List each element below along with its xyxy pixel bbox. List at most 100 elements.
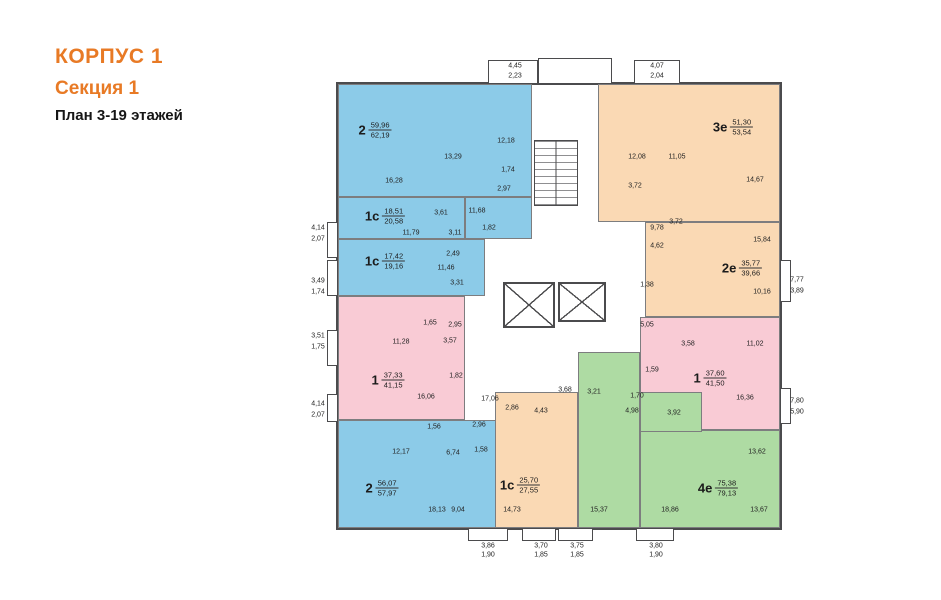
dimension-label: 2,04 <box>650 72 664 80</box>
dimension-label: 16,28 <box>385 177 403 185</box>
apartment-4e-bath <box>640 392 702 432</box>
apartment-type: 1с <box>364 253 380 269</box>
apartment-area-living: 35,77 <box>739 258 763 269</box>
dimension-label: 16,36 <box>736 394 754 402</box>
apartment-2-top-left <box>338 84 532 197</box>
dimension-label: 3,51 <box>311 332 325 340</box>
apartment-area-total: 57,97 <box>377 488 397 498</box>
dimension-label: 11,05 <box>668 153 686 161</box>
plan-header: КОРПУС 1 Секция 1 План 3-19 этажей <box>55 45 183 124</box>
apartment-type: 3е <box>712 119 728 135</box>
apartment-area-total: 39,66 <box>741 268 761 278</box>
balcony-left-2 <box>327 260 338 296</box>
balcony-left-3 <box>327 330 338 366</box>
dimension-label: 2,86 <box>505 404 519 412</box>
apartment-3e <box>598 84 780 222</box>
apartment-2-bottom-left <box>338 420 502 528</box>
dimension-label: 3,72 <box>669 218 683 226</box>
apartment-area-total: 41,15 <box>383 380 403 390</box>
dimension-label: 4,07 <box>650 62 664 70</box>
apartment-type: 1с <box>499 477 515 493</box>
dimension-label: 1,38 <box>640 281 654 289</box>
dimension-label: 3,72 <box>628 182 642 190</box>
apartment-2e <box>645 222 780 317</box>
dimension-label: 1,70 <box>630 392 644 400</box>
dimension-label: 4,45 <box>508 62 522 70</box>
dimension-label: 7,77 <box>790 276 804 284</box>
dimension-label: 14,67 <box>746 176 764 184</box>
building-title: КОРПУС 1 <box>55 45 163 68</box>
dimension-label: 1,59 <box>645 366 659 374</box>
dimension-label: 2,95 <box>448 321 462 329</box>
apartment-area-living: 17,42 <box>382 251 406 262</box>
dimension-label: 5,05 <box>640 321 654 329</box>
dimension-label: 3,68 <box>558 386 572 394</box>
dimension-label: 2,49 <box>446 250 460 258</box>
dimension-label: 3,61 <box>434 209 448 217</box>
apartment-4e-main <box>640 430 780 528</box>
apartment-area-total: 79,13 <box>717 488 737 498</box>
dimension-label: 3,86 <box>481 542 495 550</box>
apartment-1s-2570 <box>495 392 578 528</box>
dimension-label: 3,57 <box>443 337 457 345</box>
apartment-area-living: 75,38 <box>715 478 739 489</box>
apartment-type: 2е <box>721 260 737 276</box>
apartment-area-living: 51,30 <box>730 117 754 128</box>
dimension-label: 15,37 <box>590 506 608 514</box>
dimension-label: 4,43 <box>534 407 548 415</box>
dimension-label: 3,92 <box>667 409 681 417</box>
apartment-type: 1 <box>693 370 701 386</box>
dimension-label: 2,07 <box>311 411 325 419</box>
dimension-label: 11,28 <box>392 338 410 346</box>
dimension-label: 11,79 <box>402 229 420 237</box>
dimension-label: 16,06 <box>417 393 435 401</box>
elevator-shaft <box>558 282 606 322</box>
dimension-label: 15,84 <box>753 236 771 244</box>
apartment-area-living: 37,33 <box>381 370 405 381</box>
apartment-type: 4е <box>697 480 713 496</box>
dimension-label: 3,49 <box>311 277 325 285</box>
dimension-label: 3,75 <box>570 542 584 550</box>
dimension-label: 2,23 <box>508 72 522 80</box>
dimension-label: 2,96 <box>472 421 486 429</box>
dimension-label: 3,58 <box>681 340 695 348</box>
dimension-label: 1,85 <box>570 551 584 559</box>
dimension-label: 9,04 <box>451 506 465 514</box>
apartment-type: 1 <box>371 372 379 388</box>
dimension-label: 14,73 <box>503 506 521 514</box>
section-title: Секция 1 <box>55 78 140 99</box>
dimension-label: 2,07 <box>311 235 325 243</box>
dimension-label: 11,68 <box>468 207 486 215</box>
staircase <box>534 140 578 206</box>
dimension-label: 7,80 <box>790 397 804 405</box>
balcony-bottom-2 <box>522 528 556 541</box>
dimension-label: 4,14 <box>311 400 325 408</box>
apartment-4e-strip <box>578 352 640 528</box>
apartment-1s-1851 <box>338 197 465 239</box>
dimension-label: 11,46 <box>437 264 455 272</box>
balcony-left-4 <box>327 394 338 422</box>
dimension-label: 1,90 <box>649 551 663 559</box>
dimension-label: 1,75 <box>311 343 325 351</box>
balcony-bottom-4 <box>636 528 674 541</box>
balcony-bottom-1 <box>468 528 508 541</box>
dimension-label: 3,70 <box>534 542 548 550</box>
apartment-area-total: 20,58 <box>384 216 404 226</box>
dimension-label: 1,74 <box>501 166 515 174</box>
apartment-area-living: 37,60 <box>703 368 727 379</box>
